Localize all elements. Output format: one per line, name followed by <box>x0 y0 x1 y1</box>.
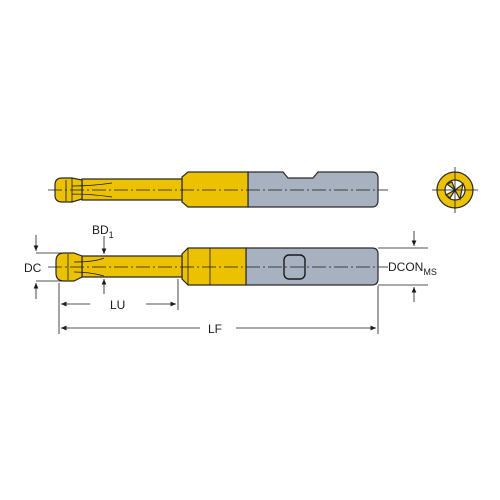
dim-dconms: DCONMS <box>378 231 437 302</box>
dim-lf: LF <box>60 286 379 336</box>
side-neck <box>81 255 183 278</box>
side-shank <box>245 247 379 286</box>
label-lf: LF <box>208 322 222 336</box>
tool-end-view <box>432 167 478 213</box>
dim-dc: DC <box>24 235 62 299</box>
side-body <box>181 247 247 286</box>
top-shank <box>247 171 379 208</box>
end-view-teeth <box>444 181 464 201</box>
label-dc: DC <box>24 261 42 275</box>
side-head <box>55 252 83 282</box>
label-dconms: DCONMS <box>388 260 437 277</box>
dim-bd1: BD1 <box>92 223 114 294</box>
top-head <box>54 177 83 203</box>
side-flute <box>67 254 105 280</box>
top-body <box>181 171 249 208</box>
tool-top-view <box>48 171 388 208</box>
label-lu: LU <box>110 298 125 312</box>
dim-lu: LU <box>58 279 179 334</box>
tool-side-view <box>48 247 388 286</box>
top-neck <box>81 178 183 201</box>
label-bd1: BD1 <box>92 223 114 240</box>
top-flute <box>65 178 113 202</box>
